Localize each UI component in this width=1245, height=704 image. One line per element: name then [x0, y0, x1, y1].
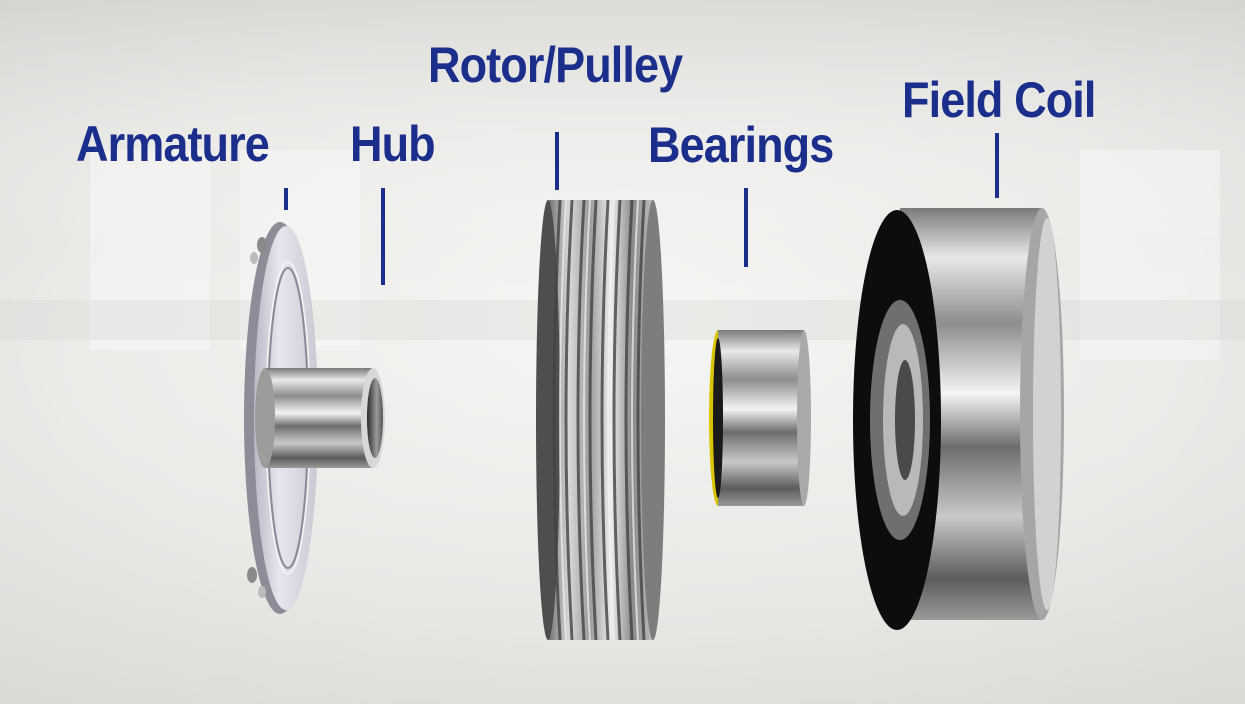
- hub-sleeve: [255, 368, 385, 468]
- label-hub: Hub: [350, 116, 436, 172]
- field-coil-housing: [853, 208, 1064, 630]
- rotor-pulley: [536, 199, 665, 641]
- leader-lines: [284, 132, 999, 285]
- label-armature: Armature: [76, 116, 270, 172]
- label-bearings: Bearings: [648, 117, 834, 173]
- label-field-coil: Field Coil: [902, 72, 1096, 128]
- bearing-ring: [709, 330, 811, 506]
- label-rotor-pulley: Rotor/Pulley: [428, 37, 683, 93]
